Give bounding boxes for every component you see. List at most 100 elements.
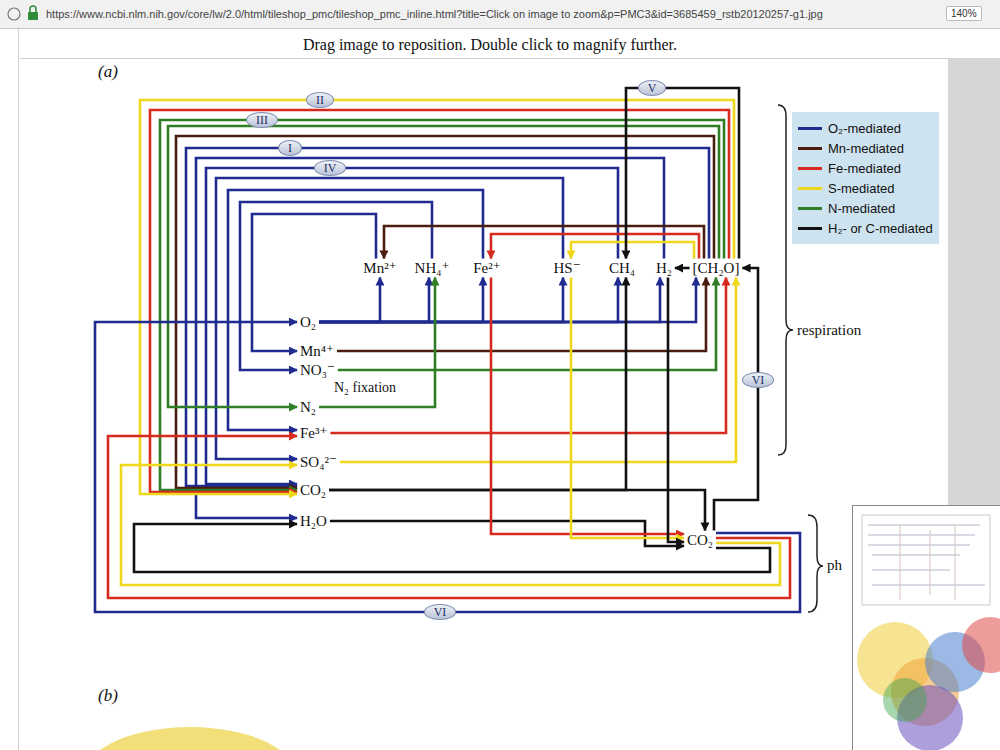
node-text: V — [648, 81, 657, 95]
flux-arrow — [168, 126, 719, 407]
flux-arrow — [121, 465, 780, 585]
panel-label: (a) — [98, 62, 118, 82]
node-text: NH₄⁺ — [415, 260, 450, 276]
frame-line — [18, 29, 19, 750]
chemical-species: Fe²⁺ — [471, 260, 502, 277]
flux-arrow — [571, 242, 694, 259]
chemical-species: SO₄²⁻ — [298, 454, 339, 471]
flux-arrow — [319, 278, 660, 323]
flux-arrow — [329, 278, 626, 491]
node-text: [CH₂O] — [693, 260, 740, 276]
legend-row: S-mediated — [798, 178, 933, 198]
flux-arrow — [319, 278, 435, 408]
bracket-label: ph — [827, 557, 842, 574]
flux-arrow — [491, 278, 684, 535]
bar-border — [0, 28, 1000, 29]
legend-text: H₂- or C-mediated — [828, 221, 933, 236]
chemical-species: H₂O — [298, 513, 329, 530]
chemical-species: O₂ — [298, 314, 318, 331]
node-text: NO₃⁻ — [300, 362, 335, 378]
roman-numeral-oval: VI — [424, 604, 457, 620]
chemical-species: Mn⁴⁺ — [298, 343, 336, 360]
node-text: Fe³⁺ — [300, 425, 327, 441]
node-text: Mn²⁺ — [363, 260, 396, 276]
chemical-species: CH₄ — [607, 260, 637, 277]
lock-icon — [28, 12, 38, 20]
roman-numeral-oval: VI — [742, 372, 775, 388]
node-text: CO₂ — [300, 482, 326, 498]
panel-label: (b) — [98, 686, 118, 706]
node-text: VI — [752, 373, 765, 387]
node-text: Fe²⁺ — [473, 260, 500, 276]
node-text: Mn⁴⁺ — [300, 343, 334, 359]
flux-arrow — [491, 234, 699, 259]
chemical-species: Fe³⁺ — [298, 425, 329, 442]
legend-text: N-mediated — [828, 201, 895, 216]
legend-row: O₂-mediated — [798, 118, 933, 138]
legend-row: H₂- or C-mediated — [798, 218, 933, 238]
node-text: SO₄²⁻ — [300, 454, 337, 470]
legend-row: N-mediated — [798, 198, 933, 218]
info-icon — [8, 8, 20, 20]
node-text: H₂ — [656, 260, 672, 276]
chemical-species: N₂ — [298, 399, 318, 416]
respiration-bracket — [778, 105, 793, 455]
flux-arrow — [384, 226, 704, 259]
legend-text: Mn-mediated — [828, 141, 904, 156]
chemical-species: NH₄⁺ — [413, 260, 452, 277]
legend-swatch — [798, 127, 822, 130]
photosynthesis-bracket — [808, 515, 823, 612]
roman-numeral-oval: IV — [314, 160, 347, 176]
flux-arrow — [252, 214, 376, 351]
thumbnail-circle — [962, 617, 1000, 673]
flux-arrow — [319, 278, 483, 323]
legend-row: Mn-mediated — [798, 138, 933, 158]
chemical-species: H₂ — [654, 260, 674, 277]
node-text: II — [316, 93, 324, 107]
browser-bar — [0, 0, 1000, 28]
lock-shackle — [30, 6, 36, 12]
flux-arrow — [675, 267, 690, 270]
chemical-species: HS⁻ — [551, 260, 582, 277]
flux-arrow — [340, 278, 736, 463]
chemical-species: [CH₂O] — [691, 260, 742, 277]
flux-arrow — [160, 120, 724, 490]
process-label: N₂ fixation — [334, 380, 396, 396]
flux-arrow — [714, 268, 758, 531]
chemical-species: CO₂ — [298, 482, 328, 499]
roman-numeral-oval: III — [246, 112, 278, 128]
legend-swatch — [798, 167, 822, 170]
legend-text: O₂-mediated — [828, 121, 901, 136]
chemical-species: Mn²⁺ — [361, 260, 398, 277]
flux-arrow — [216, 178, 563, 459]
chemical-species: NO₃⁻ — [298, 362, 337, 379]
legend-swatch — [798, 147, 822, 150]
flux-arrow — [330, 278, 726, 434]
header-rule — [20, 58, 948, 59]
flux-arrow — [319, 278, 429, 323]
thumbnail-diagram — [862, 515, 990, 605]
flux-arrow — [319, 278, 380, 323]
node-text: IV — [324, 161, 337, 175]
roman-numeral-oval: I — [278, 140, 302, 156]
node-text: N₂ — [300, 399, 316, 415]
flux-arrow — [338, 278, 716, 371]
legend-row: Fe-mediated — [798, 158, 933, 178]
roman-numeral-oval: II — [306, 92, 334, 108]
node-text: III — [256, 113, 268, 127]
node-text: I — [288, 141, 292, 155]
node-text: H₂O — [300, 513, 327, 529]
thumbnail-lines — [900, 525, 955, 600]
bracket-label: respiration — [797, 322, 861, 339]
node-text: CH₄ — [609, 260, 635, 276]
node-text: CO₂ — [687, 532, 713, 548]
legend-text: Fe-mediated — [828, 161, 901, 176]
instruction-text: Drag image to reposition. Double click t… — [303, 36, 677, 54]
legend-box: O₂-mediatedMn-mediatedFe-mediatedS-media… — [792, 112, 939, 244]
flux-arrow — [319, 278, 696, 323]
panel-b-blob — [85, 727, 295, 750]
flux-arrow — [337, 278, 706, 352]
flux-arrow — [319, 278, 563, 323]
node-text: HS⁻ — [553, 260, 580, 276]
